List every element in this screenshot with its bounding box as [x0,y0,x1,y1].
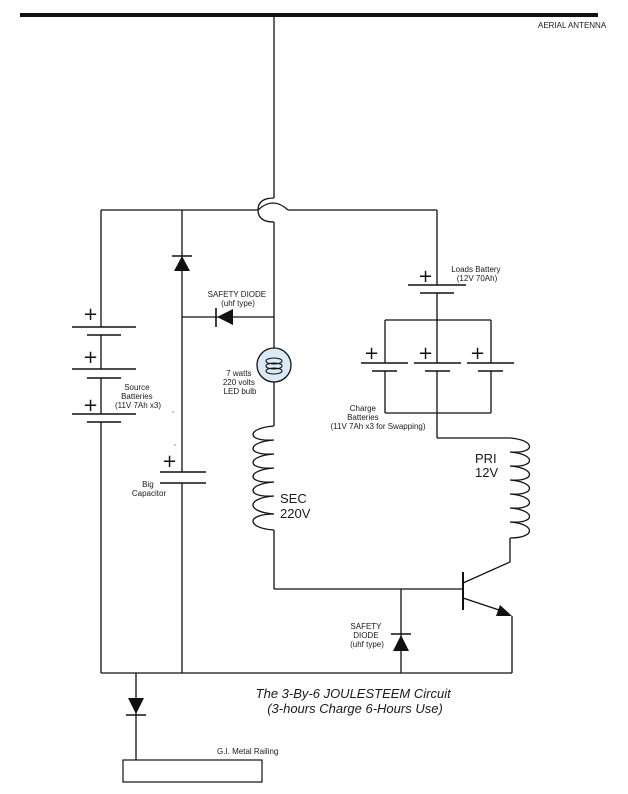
safety-diode-top-icon [215,308,233,327]
sec-label: SEC 220V [280,491,311,521]
diagram-title: The 3-By-6 JOULESTEEM Circuit (3-hours C… [256,686,455,716]
sec-coil-icon [252,425,275,531]
charge-battery-plus-2: + [418,343,433,364]
transistor-icon [462,561,512,616]
railing-box [122,759,263,783]
antenna-label: AERIAL ANTENNA [538,21,607,30]
railing-label: G.I. Metal Railing [217,747,278,756]
pri-label: PRI 12V [475,451,500,480]
pri-coil-icon [509,437,530,539]
source-battery-plus-3: + [83,395,98,416]
bulb-label: 7 watts 220 volts LED bulb [223,369,257,396]
safety-diode-bottom-label: SAFETY DIODE (uhf type) [350,622,384,649]
big-capacitor-label: Big Capacitor [132,480,167,498]
capacitor-icon [160,471,206,484]
safety-diode-bottom-icon [391,633,411,651]
capacitor-plus: + [162,451,177,472]
crossover-hop [257,197,275,223]
top-rail-hop [257,202,289,211]
loads-battery-plus: + [418,266,433,287]
safety-diode-top-label: SAFETY DIODE (uhf type) [208,290,269,308]
top-left-diode-icon [172,255,192,271]
source-batteries [72,305,136,428]
charge-batteries-label: Charge Batteries (11V 7Ah x3 for Swappin… [330,404,425,431]
charge-battery-plus-1: + [364,343,379,364]
source-battery-plus-2: + [83,347,98,368]
charge-batteries [361,319,514,414]
stray-dot-1 [172,411,174,413]
charge-battery-plus-3: + [470,343,485,364]
stray-dot-2 [174,444,176,446]
led-bulb-icon [256,347,292,383]
ground-diode-icon [126,698,146,716]
source-battery-plus-1: + [83,304,98,325]
loads-battery-icon [408,284,466,294]
loads-battery-label: Loads Battery (12V 70Ah) [451,265,503,283]
source-batteries-label: Source Batteries (11V 7Ah x3) [115,383,161,410]
